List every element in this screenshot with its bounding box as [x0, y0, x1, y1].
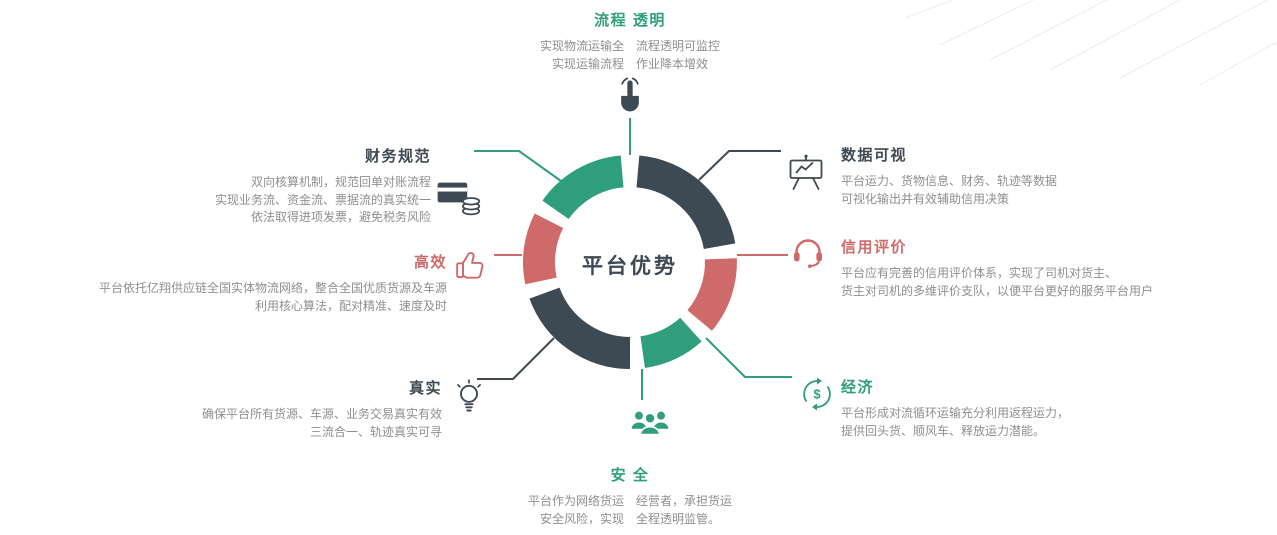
text-line: 安全风险，实现 全程透明监管。: [539, 511, 720, 526]
section-finance: 财务规范 双向核算机制，规范回单对账流程 实现业务流、资金流、票据流的真实统一 …: [61, 145, 431, 227]
bank-card-icon: [437, 182, 481, 216]
text-line: 利用核心算法，配对精准、速度及时: [254, 298, 447, 313]
text-line: 平台形成对流循环运输充分利用返程运力，: [841, 406, 1070, 420]
section-finance-title: 财务规范: [364, 148, 431, 165]
presentation-board-icon: [789, 154, 823, 190]
ring-segment-topright: [635, 155, 736, 250]
connector-real: [477, 337, 555, 380]
section-economy: 经济 平台形成对流循环运输充分利用返程运力， 提供回头货、顺风车、释放运力潜能。: [841, 376, 1241, 440]
lightbulb-icon: [457, 379, 481, 412]
text-line: 实现运输流程 作业降本增效: [551, 56, 708, 71]
text-line: 可视化输出并有效辅助信用决策: [841, 191, 1010, 206]
text-line: 平台依托亿翔供应链全国实体物流网络，整合全国优质货源及车源: [98, 281, 447, 295]
section-credit-text: 平台应有完善的信用评价体系，实现了司机对货主、 货主对司机的多维评价支队，以便平…: [841, 265, 1261, 300]
text-line: 实现物流运输全 流程透明可监控: [539, 39, 720, 53]
section-process-text: 实现物流运输全 流程透明可监控 实现运输流程 作业降本增效: [449, 38, 811, 73]
section-safety-text: 平台作为网络货运 经营者，承担货运 安全风险，实现 全程透明监管。: [469, 493, 791, 528]
currency-cycle-icon: $: [803, 377, 831, 411]
section-process-title: 流程 透明: [594, 12, 666, 29]
tap-hand-icon: [621, 77, 639, 112]
section-process: 流程 透明 实现物流运输全 流程透明可监控 实现运输流程 作业降本增效: [449, 9, 811, 73]
center-title: 平台优势: [582, 255, 678, 278]
connector-lines: [474, 118, 792, 400]
section-data-visual: 数据可视 平台运力、货物信息、财务、轨迹等数据 可视化输出并有效辅助信用决策: [841, 144, 1231, 208]
section-real-text: 确保平台所有货源、车源、业务交易真实有效 三流合一、轨迹真实可寻: [102, 406, 442, 441]
ring-segment-bottomright: [639, 317, 702, 368]
section-economy-text: 平台形成对流循环运输充分利用返程运力， 提供回头货、顺风车、释放运力潜能。: [841, 405, 1241, 440]
headset-icon: [794, 239, 822, 268]
section-safety: 安 全 平台作为网络货运 经营者，承担货运 安全风险，实现 全程透明监管。: [469, 464, 791, 528]
text-line: 依法取得进项发票，避免税务风险: [250, 210, 431, 224]
section-real-title: 真实: [408, 380, 442, 397]
ring-segments: [523, 155, 737, 369]
svg-text:$: $: [813, 387, 821, 402]
ring-segment-topleft: [542, 155, 625, 220]
text-line: 提供回头货、顺风车、释放运力潜能。: [841, 423, 1046, 438]
text-line: 实现业务流、资金流、票据流的真实统一: [214, 192, 431, 207]
section-efficient-text: 平台依托亿翔供应链全国实体物流网络，整合全国优质货源及车源 利用核心算法，配对精…: [57, 280, 447, 315]
connector-economy: [705, 337, 792, 378]
section-efficient: 高效 平台依托亿翔供应链全国实体物流网络，整合全国优质货源及车源 利用核心算法，…: [57, 251, 447, 315]
corner-decor-lines: [904, 0, 1277, 86]
text-line: 确保平台所有货源、车源、业务交易真实有效: [201, 407, 442, 421]
section-efficient-title: 高效: [413, 254, 447, 271]
text-line: 平台作为网络货运 经营者，承担货运: [527, 494, 732, 508]
section-real: 真实 确保平台所有货源、车源、业务交易真实有效 三流合一、轨迹真实可寻: [102, 377, 442, 441]
connector-data-visual: [698, 150, 781, 181]
text-line: 平台运力、货物信息、财务、轨迹等数据: [841, 174, 1058, 188]
ring-segment-right: [687, 258, 737, 331]
ring-segment-bottom: [529, 287, 631, 369]
section-data-visual-text: 平台运力、货物信息、财务、轨迹等数据 可视化输出并有效辅助信用决策: [841, 173, 1231, 208]
ring-segment-left: [523, 213, 564, 285]
thumbs-up-icon: [456, 252, 484, 279]
text-line: 三流合一、轨迹真实可寻: [309, 424, 442, 439]
section-finance-text: 双向核算机制，规范回单对账流程 实现业务流、资金流、票据流的真实统一 依法取得进…: [61, 174, 431, 227]
section-credit-title: 信用评价: [841, 239, 908, 256]
text-line: 双向核算机制，规范回单对账流程: [250, 175, 431, 189]
connector-finance: [474, 150, 562, 182]
text-line: 货主对司机的多维评价支队，以便平台更好的服务平台用户: [841, 283, 1154, 298]
people-group-icon: [631, 411, 669, 436]
section-economy-title: 经济: [841, 379, 875, 396]
section-data-visual-title: 数据可视: [841, 147, 908, 164]
text-line: 平台应有完善的信用评价体系，实现了司机对货主、: [841, 266, 1118, 280]
section-credit: 信用评价 平台应有完善的信用评价体系，实现了司机对货主、 货主对司机的多维评价支…: [841, 236, 1261, 300]
section-safety-title: 安 全: [610, 467, 650, 484]
